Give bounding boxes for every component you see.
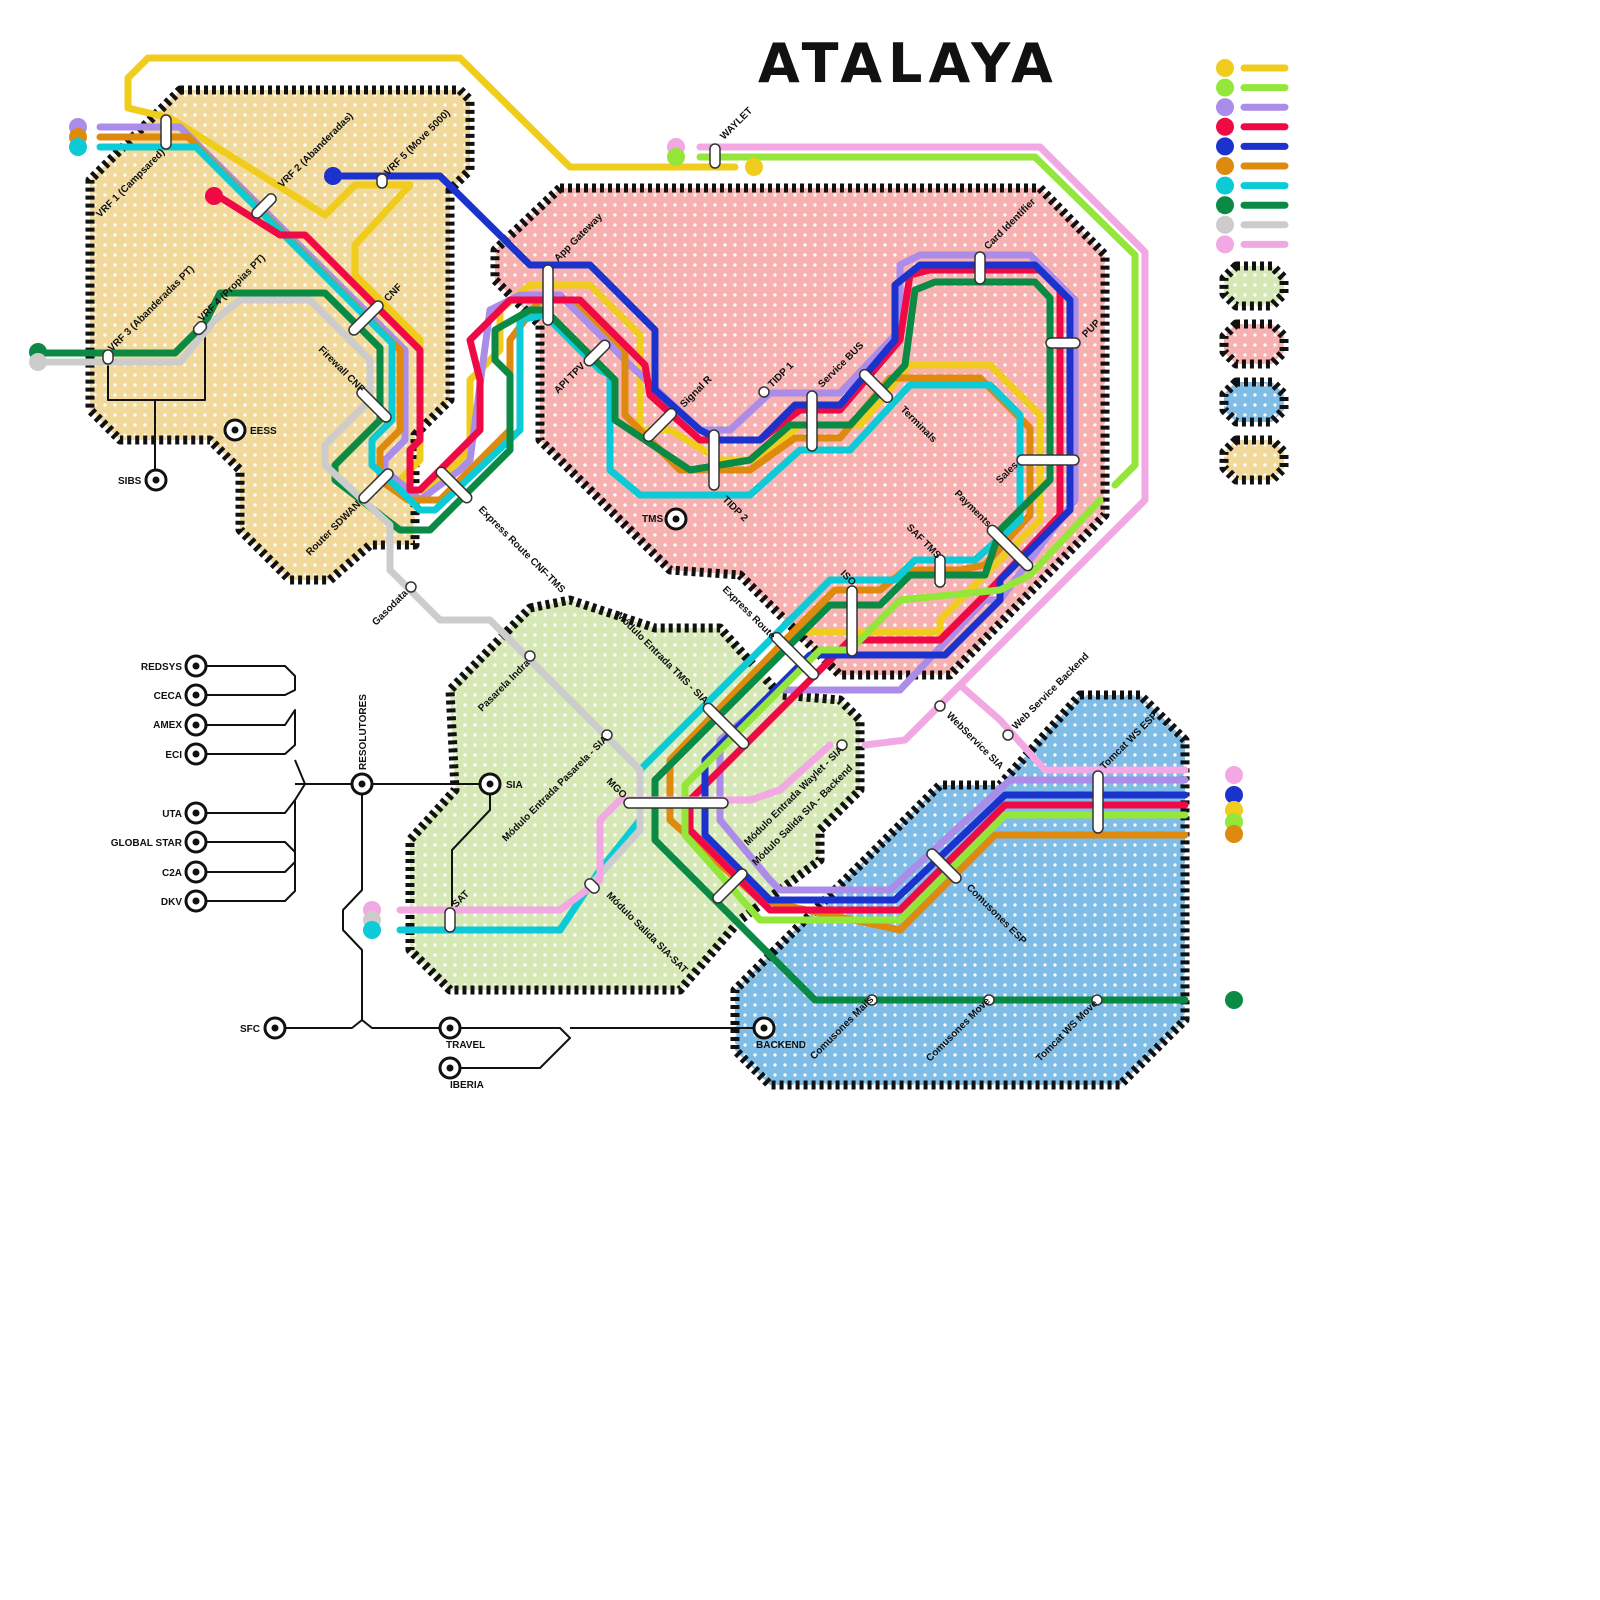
station-service-bus[interactable] [807,391,817,451]
legend-dot-blue [1216,137,1234,155]
line-end-orange [1225,825,1243,843]
label-iberia: IBERIA [450,1080,484,1091]
label-resolver-c2a: C2A [162,868,182,879]
line-end-blue [324,167,342,185]
terminal-iberia[interactable] [440,1058,460,1078]
label-waylet: WAYLET [718,106,755,143]
station-app-gateway[interactable] [543,265,553,325]
label-resolver-amex: AMEX [153,720,182,731]
line-end-gray [29,353,47,371]
legend-dot-lavender [1216,98,1234,116]
label-resolver-eci: ECI [165,750,182,761]
legend-dot-cyan [1216,177,1234,195]
terminal-backend[interactable] [754,1018,774,1038]
terminal-sia[interactable] [480,774,500,794]
label-resolver-uta: UTA [162,809,182,820]
line-end-lime [667,148,685,166]
stop-webservice-sia[interactable] [935,701,945,711]
legend-dot-gray [1216,216,1234,234]
terminal-resolver-redsys[interactable] [186,656,206,676]
line-end-red [205,187,223,205]
station-pup[interactable] [1046,338,1080,348]
station-sales[interactable] [1017,455,1079,465]
line-end-cyan [69,138,87,156]
label-resolver-global-star: GLOBAL STAR [111,838,183,849]
stop-tidp1[interactable] [759,387,769,397]
stop-gasodata[interactable] [406,582,416,592]
label-travel: TRAVEL [446,1040,485,1051]
terminal-resolver-c2a[interactable] [186,862,206,882]
legend-dot-pink [1216,235,1234,253]
label-sfc: SFC [240,1024,260,1035]
station-tidp2[interactable] [709,430,719,490]
label-resolutores: RESOLUTORES [358,694,369,770]
legend-dot-lime [1216,79,1234,97]
station-iso[interactable] [847,586,857,656]
legend-dot-green [1216,196,1234,214]
terminal-resolver-eci[interactable] [186,744,206,764]
stop-pasarela-indra[interactable] [525,651,535,661]
line-end-yellow [745,158,763,176]
line-end-cyan [363,921,381,939]
label-eess: EESS [250,426,277,437]
station-vrf5[interactable] [377,174,387,188]
station-mgo[interactable] [624,798,728,808]
label-resolver-redsys: REDSYS [141,662,182,673]
legend-dot-yellow [1216,59,1234,77]
terminal-tms[interactable] [666,509,686,529]
station-card-identifier[interactable] [975,252,985,284]
label-gasodata: Gasodata [370,588,410,628]
terminal-travel[interactable] [440,1018,460,1038]
terminal-resolutores[interactable] [352,774,372,794]
label-sia: SIA [506,780,523,791]
label-sibs: SIBS [118,476,142,487]
label-tms: TMS [642,514,663,525]
station-tomcat-esp[interactable] [1093,771,1103,833]
label-express-cnf: Express Route CNF-TMS [476,504,567,595]
label-resolver-dkv: DKV [161,897,182,908]
terminal-sibs[interactable] [146,470,166,490]
legend-dot-red [1216,118,1234,136]
terminal-resolver-dkv[interactable] [186,891,206,911]
legend-dot-orange [1216,157,1234,175]
terminal-eess[interactable] [225,420,245,440]
station-vrf1[interactable] [161,115,171,149]
line-end-green [1225,991,1243,1009]
terminal-resolver-global-star[interactable] [186,832,206,852]
station-waylet[interactable] [710,144,720,168]
stop-ws-backend[interactable] [1003,730,1013,740]
page-title: ATALAYA [758,32,1059,95]
terminal-resolver-ceca[interactable] [186,685,206,705]
label-resolver-ceca: CECA [154,691,182,702]
station-saf-tms[interactable] [935,555,945,587]
legend [1216,59,1285,480]
terminal-sfc[interactable] [265,1018,285,1038]
label-backend: BACKEND [756,1040,806,1051]
terminal-resolver-uta[interactable] [186,803,206,823]
terminal-resolver-amex[interactable] [186,715,206,735]
station-sat[interactable] [445,908,455,932]
line-end-pink [1225,766,1243,784]
